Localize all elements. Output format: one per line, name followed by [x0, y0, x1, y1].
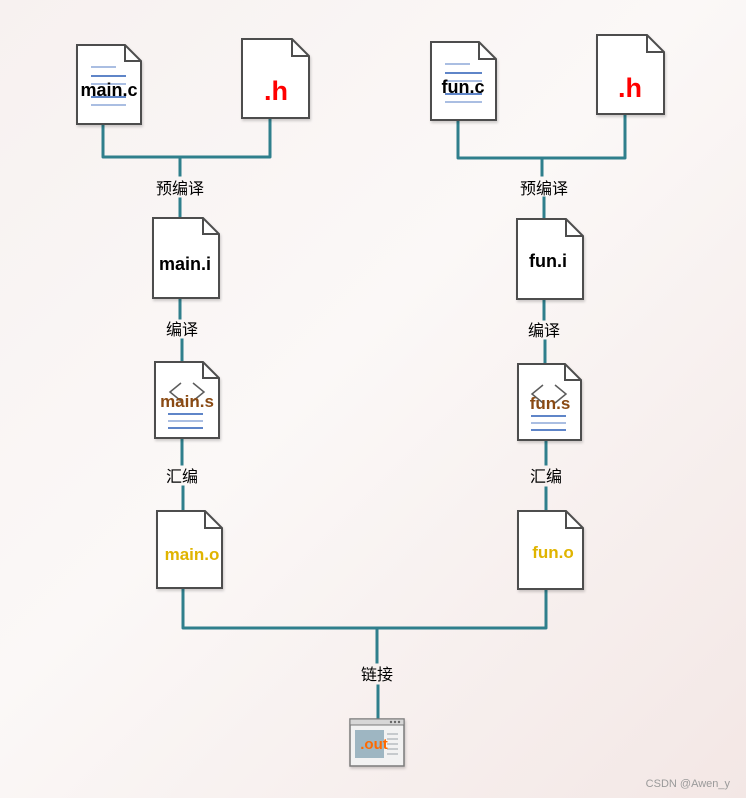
watermark: CSDN @Awen_y: [645, 778, 730, 790]
right-compile-label: 编译: [528, 321, 560, 340]
right-preprocess-connector: [456, 112, 627, 177]
object-file-icon: [517, 510, 584, 590]
right-preprocessed-file: fun.i: [516, 218, 584, 300]
right-preprocessed-label: fun.i: [529, 251, 567, 271]
connector-lines: [101, 112, 627, 720]
right-assembly-label: fun.s: [530, 394, 571, 413]
right-preprocess-label: 预编译: [520, 179, 568, 198]
left-assembly-file: main.s: [154, 361, 220, 439]
right-source-label: fun.c: [442, 77, 485, 97]
left-source-label: main.c: [80, 80, 137, 100]
left-preprocessed-file: main.i: [152, 217, 220, 299]
right-assembly-file: fun.s: [517, 363, 582, 441]
output-file: .out: [349, 718, 405, 767]
left-header-label: .h: [264, 76, 288, 106]
source-file-icon: [430, 41, 497, 121]
link-label: 链接: [361, 665, 393, 684]
code-file-icon: [517, 363, 582, 441]
right-assemble-label: 汇编: [530, 467, 562, 486]
text-file-icon: [516, 218, 584, 300]
source-file-icon: [76, 44, 142, 125]
right-header-label: .h: [618, 73, 642, 103]
header-file-icon: [241, 38, 310, 119]
right-object-file: fun.o: [517, 510, 584, 590]
object-file-icon: [156, 510, 223, 589]
left-source-file: main.c: [76, 44, 142, 125]
left-preprocess-label: 预编译: [156, 179, 204, 198]
right-source-file: fun.c: [430, 41, 497, 121]
text-file-icon: [152, 217, 220, 299]
left-object-file: main.o: [156, 510, 223, 589]
header-file-icon: [596, 34, 665, 115]
left-compile-label: 编译: [166, 320, 198, 339]
code-file-icon: [154, 361, 220, 439]
left-preprocessed-label: main.i: [159, 254, 211, 274]
left-header-file: .h: [241, 38, 310, 119]
link-merge-connector: [181, 586, 548, 664]
left-preprocess-connector: [101, 116, 272, 177]
right-header-file: .h: [596, 34, 665, 115]
left-assemble-label: 汇编: [166, 467, 198, 486]
output-label: .out: [360, 736, 388, 753]
left-assembly-label: main.s: [160, 392, 214, 411]
right-object-label: fun.o: [532, 543, 574, 562]
executable-window-icon: [349, 718, 405, 767]
left-object-label: main.o: [165, 545, 220, 564]
